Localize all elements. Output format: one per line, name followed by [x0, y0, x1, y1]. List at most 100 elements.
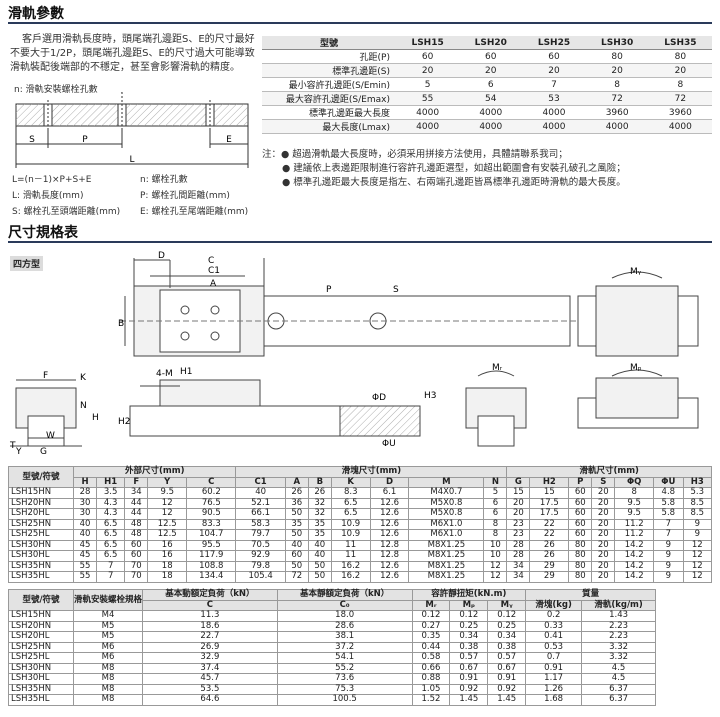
- sub-header: ΦQ: [614, 476, 655, 488]
- table-cell: 3.5: [96, 487, 126, 499]
- table-cell: 6.37: [581, 683, 656, 695]
- table-cell: 4000: [396, 119, 460, 134]
- section-divider: [8, 22, 712, 24]
- spec-drawing: D C1 C A P S B Mᵧ F K N H Y G T W 4-M H1…: [9, 251, 699, 457]
- table-cell: 40: [307, 550, 332, 562]
- table-cell: 9: [653, 571, 684, 583]
- sub-header: K: [330, 476, 371, 488]
- section-divider: [8, 241, 712, 243]
- table-cell: 0.66: [411, 662, 451, 674]
- table-cell: 40: [307, 539, 332, 551]
- table-cell: 14.2: [614, 550, 655, 562]
- table-cell: 30: [72, 508, 98, 520]
- table-cell: M8: [72, 662, 144, 674]
- table-cell: 3.32: [581, 652, 656, 664]
- table-cell: 8: [614, 487, 655, 499]
- table-cell: 29: [529, 571, 570, 583]
- sub-header: P: [568, 476, 593, 488]
- table-cell: 60: [396, 49, 460, 64]
- table-cell: 32: [307, 497, 332, 509]
- sub-header: N: [483, 476, 508, 488]
- table-cell: M6X1.0: [408, 518, 485, 530]
- dim-g: G: [40, 447, 47, 457]
- sub-header: ΦU: [653, 476, 684, 488]
- table-cell: 34: [506, 560, 531, 572]
- legend-l: L: 滑軌長度(mm): [12, 191, 84, 201]
- moment-mr: Mᵣ: [492, 363, 503, 373]
- table-cell: 0.33: [525, 620, 583, 632]
- table-cell: 50: [307, 560, 332, 572]
- col-header: LSH35: [648, 36, 712, 50]
- sub-header: Mᵣ: [411, 599, 451, 611]
- table-cell: M8X1.25: [408, 571, 485, 583]
- legend-p: P: 螺栓孔間距離(mm): [140, 191, 230, 201]
- col-header: LSH25: [522, 36, 586, 50]
- table-cell: LSH20HN: [8, 620, 74, 632]
- table-cell: 0.25: [487, 620, 527, 632]
- table-cell: 26: [307, 487, 332, 499]
- table-cell: 34: [124, 487, 149, 499]
- sub-header: 滑軌(kg/m): [581, 599, 656, 611]
- table-cell: 10.9: [330, 518, 371, 530]
- sub-header: G: [506, 476, 531, 488]
- table-cell: 5.8: [653, 508, 684, 520]
- table-cell: 1.43: [581, 610, 656, 622]
- table-cell: 10: [483, 550, 508, 562]
- table-cell: 11.3: [142, 610, 278, 622]
- table-cell: 11.2: [614, 518, 655, 530]
- table-cell: 54.1: [276, 652, 413, 664]
- group-external: 外部尺寸(mm): [72, 466, 237, 478]
- table-cell: LSH35HN: [8, 683, 74, 695]
- table-cell: 38.1: [276, 631, 413, 643]
- table-cell: LSH15HN: [8, 610, 74, 622]
- table-cell: 18.6: [142, 620, 278, 632]
- table-cell: 0.57: [449, 652, 489, 664]
- table-cell: 37.4: [142, 662, 278, 674]
- table-cell: LSH30HL: [8, 673, 74, 685]
- dim-n: N: [80, 401, 87, 411]
- group-header-row: 型號/符號 滑軌安裝螺栓規格 基本動額定負荷（kN） 基本靜額定負荷（kN） 容…: [8, 589, 656, 611]
- table-cell: 0.92: [487, 683, 527, 695]
- table-cell: 0.34: [449, 631, 489, 643]
- table-cell: 117.9: [186, 550, 237, 562]
- table-cell: 40: [284, 539, 309, 551]
- table-cell: 7: [96, 571, 126, 583]
- col-header-model: 型號/符號: [8, 466, 74, 488]
- table-cell: 6: [483, 497, 508, 509]
- table-cell: 80: [648, 49, 712, 64]
- table-cell: 3.32: [581, 641, 656, 653]
- table-cell: 70: [124, 571, 149, 583]
- table-cell: LSH35HL: [8, 571, 74, 583]
- section-title-spec: 尺寸規格表: [8, 225, 78, 241]
- table-cell: 12.5: [147, 529, 188, 541]
- table-cell: 9: [653, 550, 684, 562]
- table-cell: 26: [529, 539, 570, 551]
- table-cell: LSH20HL: [8, 508, 74, 520]
- sub-header: H: [72, 476, 98, 488]
- note-line: ● 建議依上表邊距限制進行容許孔邊距選型，如超出範圍會有安裝孔破孔之風險；: [282, 163, 626, 174]
- dim-s: S: [29, 135, 35, 145]
- table-cell: 4000: [522, 119, 586, 134]
- col-header-bolt: 滑軌安裝螺栓規格: [72, 589, 144, 611]
- table-cell: LSH30HN: [8, 662, 74, 674]
- table-cell: 52.1: [235, 497, 286, 509]
- table-cell: 12: [147, 508, 188, 520]
- sub-header: D: [369, 476, 410, 488]
- sub-header: H2: [529, 476, 570, 488]
- table-cell: 9: [653, 539, 684, 551]
- table-cell: 12: [682, 571, 713, 583]
- table-cell: 4.3: [96, 497, 126, 509]
- table-cell: 0.7: [525, 652, 583, 664]
- table-cell: 12.6: [369, 518, 410, 530]
- table-cell: 20: [585, 63, 649, 78]
